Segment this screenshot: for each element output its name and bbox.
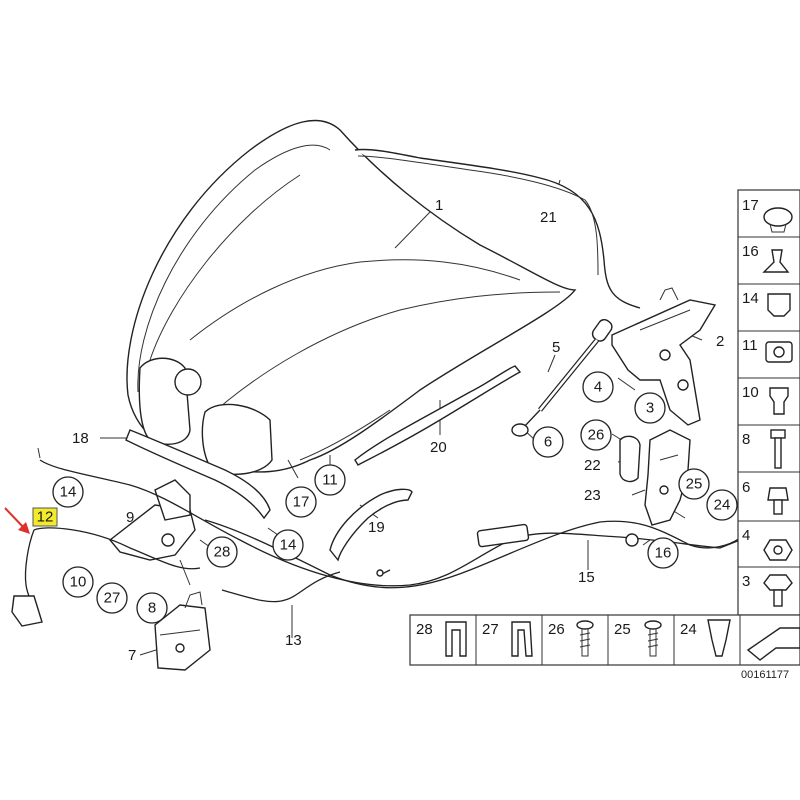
fastener-side-panel: 17 16 14 11 10 8 6 4 3 — [737, 189, 800, 616]
gas-strut — [511, 318, 613, 437]
svg-text:16: 16 — [655, 545, 672, 562]
svg-text:17: 17 — [293, 494, 310, 511]
svg-text:14: 14 — [280, 537, 297, 554]
bottom-25: 25 — [614, 621, 631, 638]
image-code: 00161177 — [741, 669, 789, 681]
bottom-28: 28 — [416, 621, 433, 638]
callout-20: 20 — [430, 439, 447, 456]
callout-14-a: 14 — [52, 476, 84, 508]
callout-14-b: 14 — [272, 529, 304, 561]
trim-strip — [354, 365, 522, 466]
side-16: 16 — [742, 243, 759, 260]
hood-lock — [154, 591, 211, 671]
callout-22: 22 — [584, 457, 601, 474]
striker-bracket — [108, 479, 196, 586]
callout-6: 6 — [532, 426, 564, 458]
release-cables — [11, 447, 741, 627]
hood-panel — [126, 119, 577, 475]
svg-text:6: 6 — [544, 434, 552, 451]
fastener-bottom-panel: 28 27 26 25 24 — [409, 614, 800, 666]
side-trim — [329, 488, 413, 562]
callout-15: 15 — [578, 569, 595, 586]
callout-2: 2 — [716, 333, 724, 350]
side-8: 8 — [742, 431, 750, 448]
arrow-icon — [746, 627, 800, 661]
svg-text:24: 24 — [714, 497, 731, 514]
callout-19: 19 — [368, 519, 385, 536]
side-6: 6 — [742, 479, 750, 496]
svg-text:26: 26 — [588, 427, 605, 444]
hinge-bracket — [611, 287, 717, 426]
callout-17: 17 — [285, 486, 317, 518]
plain-callouts: 1 21 2 5 18 20 9 15 13 7 — [72, 197, 724, 664]
gasket-strip — [354, 148, 641, 309]
callout-28: 28 — [206, 536, 238, 568]
callout-18: 18 — [72, 430, 89, 447]
bottom-27: 27 — [482, 621, 499, 638]
svg-text:8: 8 — [148, 600, 156, 617]
callout-5: 5 — [552, 339, 560, 356]
svg-text:4: 4 — [594, 379, 602, 396]
callout-25: 25 — [678, 468, 710, 500]
bottom-24: 24 — [680, 621, 697, 638]
callout-13: 13 — [285, 632, 302, 649]
svg-text:3: 3 — [646, 400, 654, 417]
svg-text:10: 10 — [70, 574, 87, 591]
red-arrow-icon — [4, 507, 30, 534]
svg-text:25: 25 — [686, 476, 703, 493]
svg-text:27: 27 — [104, 590, 121, 607]
callout-23: 23 — [584, 487, 601, 504]
callout-3: 3 — [634, 392, 666, 424]
callout-9: 9 — [126, 509, 134, 526]
svg-text:12: 12 — [37, 509, 54, 526]
side-17: 17 — [742, 197, 759, 214]
lock-bracket — [619, 429, 691, 526]
side-11: 11 — [742, 337, 758, 354]
circled-callouts: 4 3 6 26 22 25 23 24 11 17 14 14 19 28 1… — [52, 371, 738, 624]
callout-11: 11 — [314, 464, 346, 496]
side-3: 3 — [742, 573, 750, 590]
callout-8: 8 — [136, 592, 168, 624]
callout-26: 26 — [580, 419, 612, 451]
callout-24: 24 — [706, 489, 738, 521]
callout-16: 16 — [647, 537, 679, 569]
side-10: 10 — [742, 384, 759, 401]
svg-text:11: 11 — [322, 472, 338, 489]
callout-21: 21 — [540, 209, 557, 226]
seal-strip — [125, 429, 271, 520]
svg-text:14: 14 — [60, 484, 77, 501]
callout-4: 4 — [582, 371, 614, 403]
callout-1: 1 — [435, 197, 443, 214]
highlight-callout-12: 12 — [32, 507, 58, 527]
callout-7: 7 — [128, 647, 136, 664]
side-14: 14 — [742, 290, 759, 307]
svg-text:28: 28 — [214, 544, 231, 561]
side-4: 4 — [742, 527, 750, 544]
bottom-26: 26 — [548, 621, 565, 638]
callout-27: 27 — [96, 582, 128, 614]
callout-10: 10 — [62, 566, 94, 598]
